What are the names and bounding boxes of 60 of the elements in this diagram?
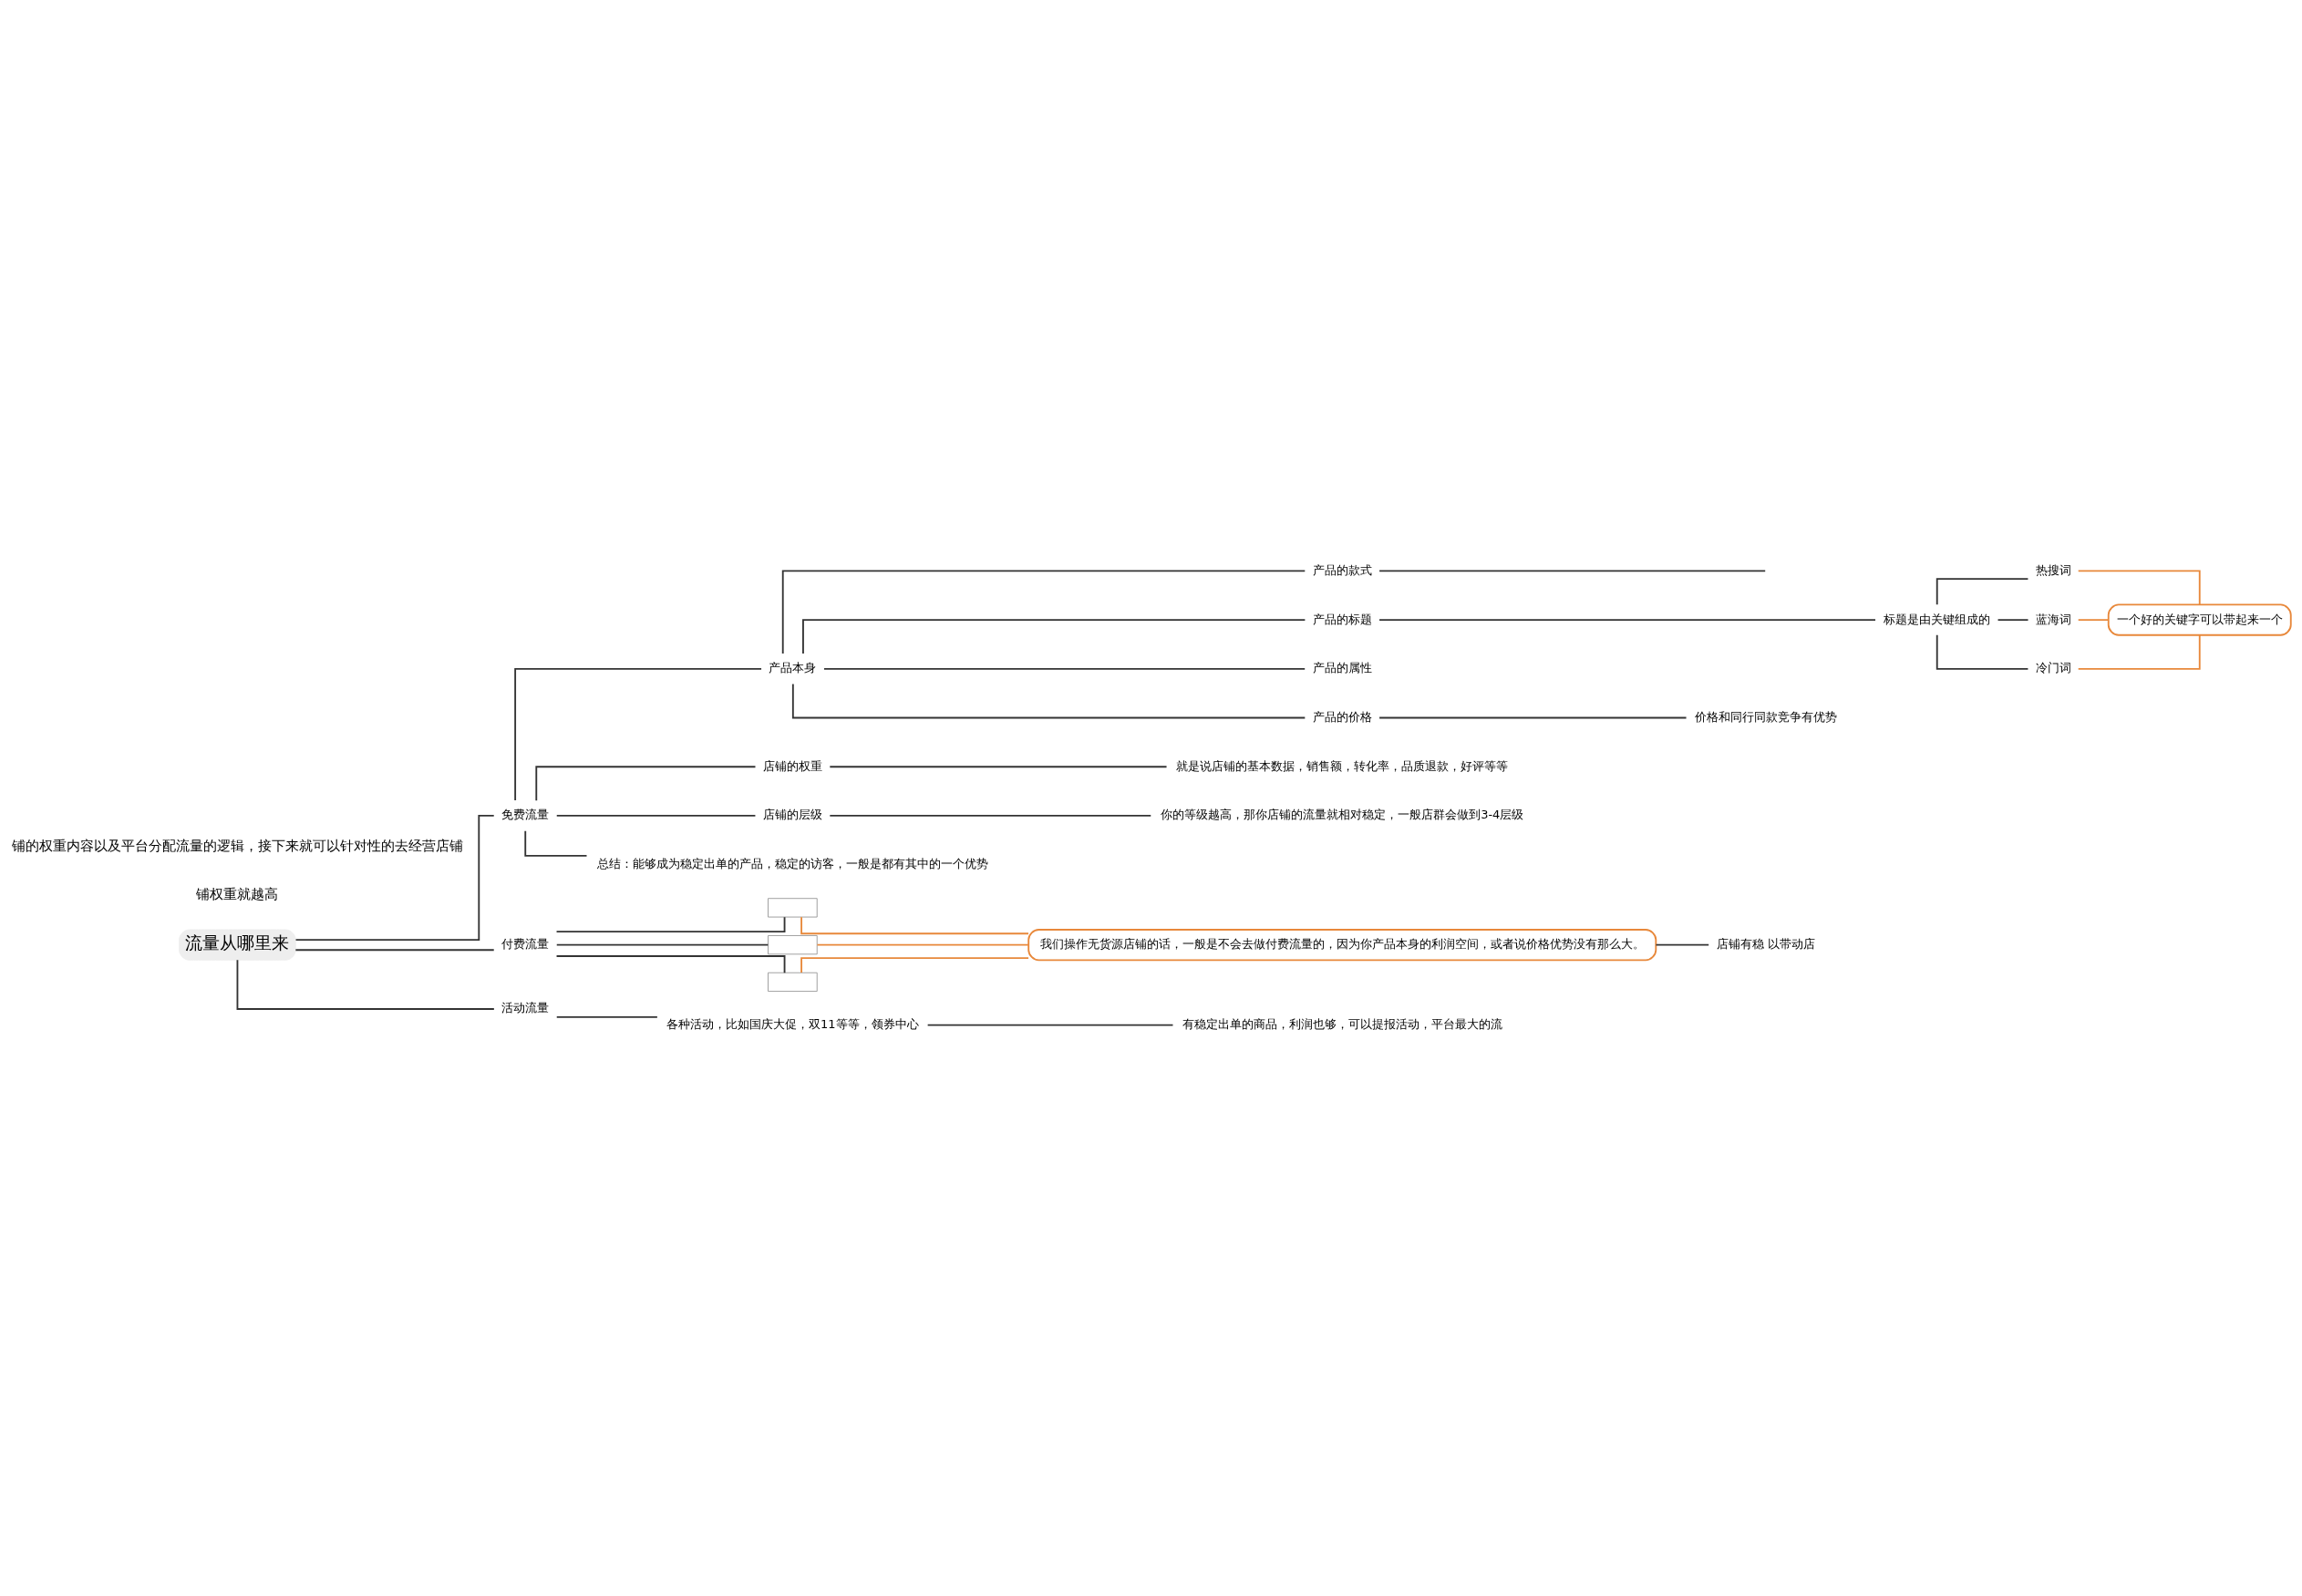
connector bbox=[2077, 619, 2110, 621]
connector bbox=[1997, 619, 2029, 621]
connector bbox=[800, 957, 1029, 973]
node-text: 活动流量 bbox=[501, 1001, 550, 1015]
node-text: 有稳定出单的商品，利润也够，可以提报活动，平台最大的流 bbox=[1182, 1017, 1502, 1032]
node-box bbox=[768, 898, 818, 918]
connector bbox=[555, 955, 786, 974]
label: 铺的权重内容以及平台分配流量的逻辑，接下来就可以针对性的去经营店铺 bbox=[11, 837, 463, 853]
connector bbox=[236, 959, 495, 1010]
connector bbox=[555, 916, 786, 933]
connector bbox=[1936, 633, 2029, 670]
node-text: 热搜词 bbox=[2035, 562, 2071, 577]
node-text: 总结：能够成为稳定出单的产品，稳定的访客，一般是都有其中的一个优势 bbox=[596, 857, 988, 871]
node-text: 店铺的层级 bbox=[762, 808, 822, 822]
node-text: 产品本身 bbox=[769, 661, 817, 675]
connector bbox=[829, 766, 1168, 768]
connector bbox=[2077, 570, 2201, 606]
node-text: 价格和同行同款竞争有优势 bbox=[1694, 709, 1837, 724]
node-box: 流量从哪里来 bbox=[179, 929, 296, 961]
connector bbox=[1378, 619, 1876, 621]
connector bbox=[555, 815, 757, 817]
node-text: 冷门词 bbox=[2035, 661, 2071, 675]
node-text: 你的等级越高，那你店铺的流量就相对稳定，一般店群会做到3-4层级 bbox=[1161, 808, 1524, 822]
node-text: 店铺有稳 以带动店 bbox=[1716, 937, 1815, 952]
node-box: 一个好的关键字可以带起来一个 bbox=[2107, 603, 2292, 636]
node-text: 付费流量 bbox=[501, 937, 550, 952]
connector bbox=[829, 815, 1152, 817]
connector bbox=[1655, 943, 1710, 946]
connector bbox=[294, 949, 495, 952]
connector bbox=[791, 683, 1306, 719]
node-text: 产品的价格 bbox=[1312, 709, 1372, 724]
node-text: 店铺的权重 bbox=[762, 758, 822, 773]
connector bbox=[802, 619, 1306, 655]
connector bbox=[514, 667, 762, 801]
connector bbox=[781, 570, 1306, 654]
connector bbox=[816, 943, 1029, 946]
label: 铺权重就越高 bbox=[196, 886, 279, 902]
connector bbox=[1378, 570, 1767, 572]
node-text: 蓝海词 bbox=[2035, 612, 2071, 626]
node-text: 产品的款式 bbox=[1312, 562, 1372, 577]
connector bbox=[555, 943, 769, 946]
connector bbox=[926, 1024, 1174, 1026]
node-text: 标题是由关键组成的 bbox=[1883, 612, 1990, 626]
node-text: 产品的属性 bbox=[1312, 661, 1372, 675]
connector bbox=[535, 766, 757, 802]
connector bbox=[555, 1015, 658, 1018]
connector bbox=[524, 829, 588, 857]
connector bbox=[294, 815, 495, 941]
node-text: 免费流量 bbox=[501, 808, 550, 822]
connector bbox=[823, 667, 1306, 670]
connector bbox=[1378, 716, 1688, 719]
node-box bbox=[768, 935, 818, 955]
node-box: 我们操作无货源店铺的话，一般是不会去做付费流量的，因为你产品本身的利润空间，或者说价格优势没有那么大。 bbox=[1027, 929, 1657, 962]
connector bbox=[1936, 578, 2029, 606]
connector bbox=[2077, 633, 2201, 670]
node-text: 各种活动，比如国庆大促，双11等等，领券中心 bbox=[666, 1017, 919, 1032]
node-text: 就是说店铺的基本数据，销售额，转化率，品质退款，好评等等 bbox=[1176, 758, 1509, 773]
connector bbox=[800, 916, 1029, 935]
node-box bbox=[768, 972, 818, 993]
node-text: 产品的标题 bbox=[1312, 612, 1372, 626]
